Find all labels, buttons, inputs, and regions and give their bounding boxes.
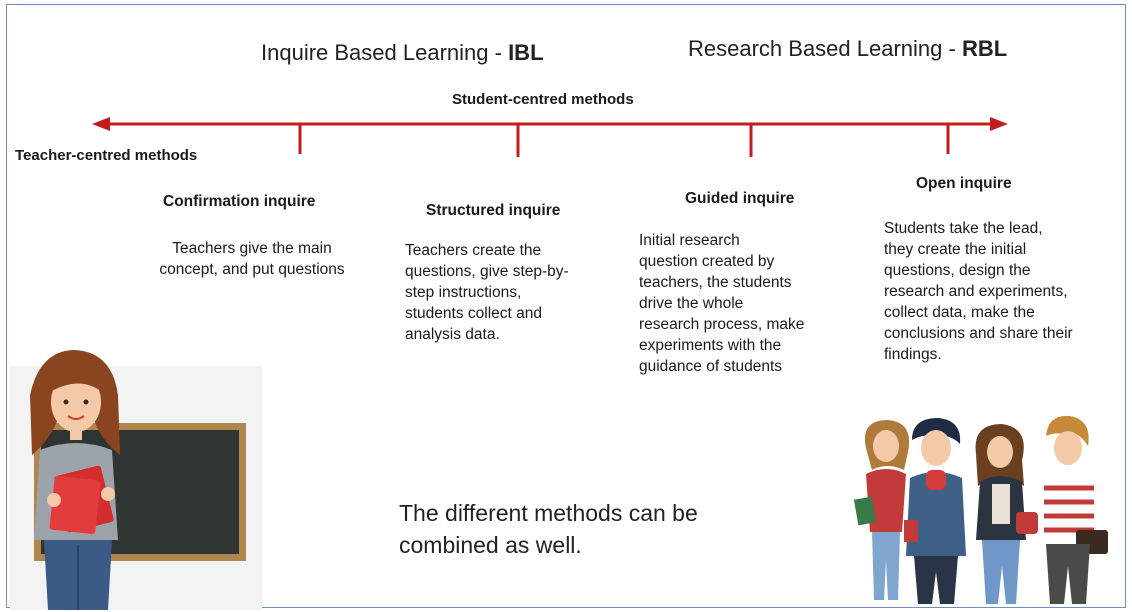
arrow-head-right <box>990 117 1008 131</box>
method-desc-structured: Teachers create the questions, give step… <box>405 242 569 343</box>
method-desc-guided: Initial research question created by tea… <box>639 232 805 375</box>
method-title-structured: Structured inquire <box>426 202 561 219</box>
figure-frame <box>6 4 1126 608</box>
method-title-confirmation: Confirmation inquire <box>163 193 316 210</box>
student-centred-label: Student-centred methods <box>452 91 634 108</box>
combined-note: The different methods can be combined as… <box>399 500 698 558</box>
method-desc-open: Students take the lead, they create the … <box>884 220 1073 363</box>
arrow-head-left <box>92 117 110 131</box>
method-desc-confirmation: Teachers give the main concept, and put … <box>159 240 345 278</box>
method-title-open: Open inquire <box>916 175 1012 192</box>
method-title-guided: Guided inquire <box>685 190 795 207</box>
ibl-header: Inquire Based Learning - IBL <box>261 40 544 65</box>
rbl-header: Research Based Learning - RBL <box>688 36 1008 61</box>
teacher-centred-label: Teacher-centred methods <box>15 147 198 164</box>
